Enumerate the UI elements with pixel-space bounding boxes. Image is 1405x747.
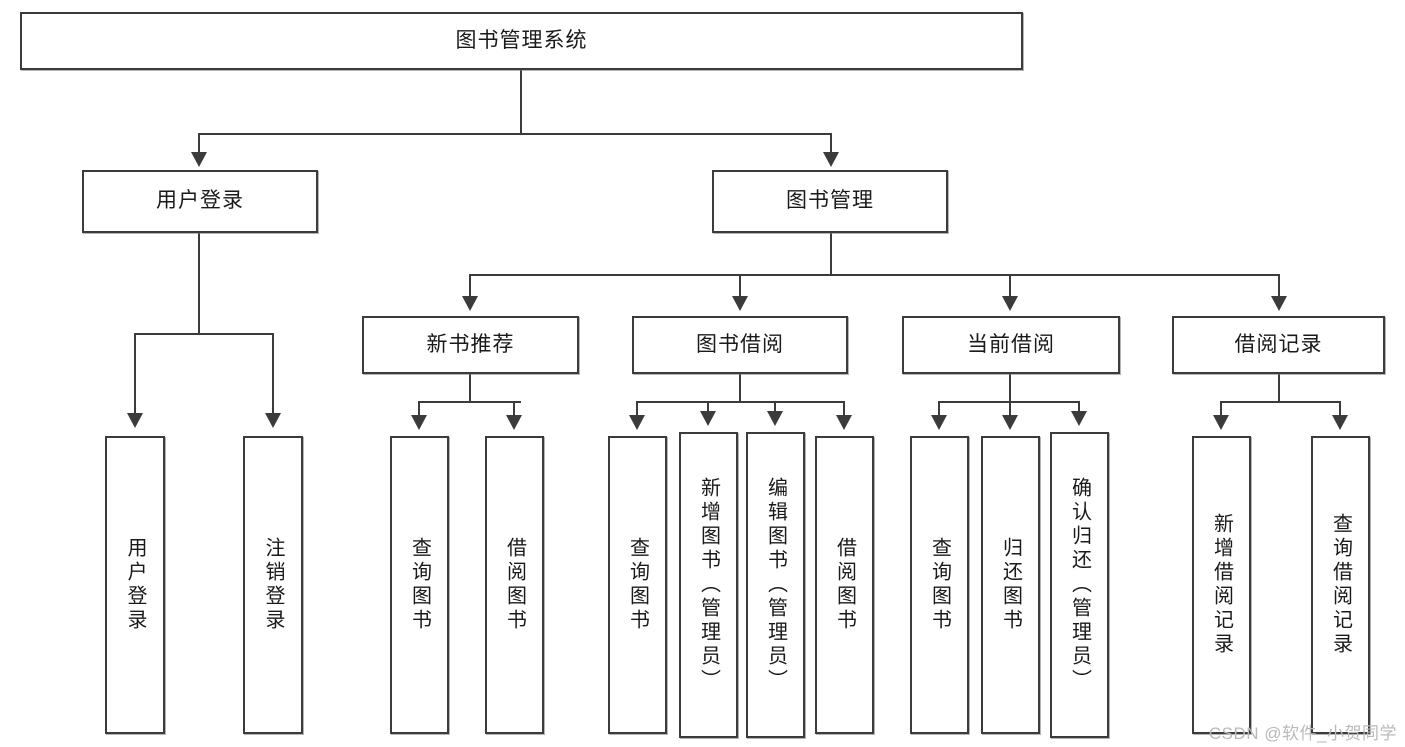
node-label: 图书管理系统 [455,28,588,52]
arrow-bb-to-borrow-book [836,415,852,430]
node-book-management[interactable]: 图书管理 [712,170,948,233]
connector-book-borrow-bus [636,401,844,403]
node-leaf-borrow-book-recommend[interactable]: 借阅图书 [485,436,544,734]
arrow-br-to-query-record [1332,415,1348,430]
node-leaf-edit-book-admin[interactable]: 编辑图书（管理员） [746,432,805,738]
node-label: 图书管理 [786,189,874,213]
arrow-root-to-book-manage [823,152,839,167]
arrow-br-to-add-record [1213,415,1229,430]
node-leaf-add-book-admin[interactable]: 新增图书（管理员） [679,432,738,738]
node-leaf-return-book[interactable]: 归还图书 [981,436,1040,734]
node-leaf-borrow-book[interactable]: 借阅图书 [815,436,874,734]
node-label: 新书推荐 [426,332,515,356]
node-label: 借阅图书 [503,537,526,633]
node-label: 查询借阅记录 [1329,513,1352,657]
arrow-cb-to-query-book [931,415,947,430]
arrow-user-login-to-leaf1 [127,413,143,428]
node-label: 归还图书 [999,537,1022,633]
node-leaf-user-login[interactable]: 用户登录 [105,436,165,734]
connector-user-login-bus [134,333,272,335]
node-label: 注销登录 [262,537,284,633]
node-leaf-add-borrow-record[interactable]: 新增借阅记录 [1192,436,1251,734]
connector-book-manage-to-l3-4 [1278,274,1280,298]
node-label: 新增借阅记录 [1210,513,1233,657]
node-label: 用户登录 [156,189,244,213]
node-book-borrow[interactable]: 图书借阅 [632,316,848,374]
node-leaf-logout[interactable]: 注销登录 [243,436,303,734]
node-label: 查询图书 [408,537,431,633]
connector-br-to-leaf1 [1220,401,1222,417]
node-label: 新增图书（管理员） [697,477,720,693]
arrow-bb-to-query-book [629,415,645,430]
connector-root-to-user-login [198,133,200,155]
node-new-book-recommend[interactable]: 新书推荐 [362,316,579,374]
node-leaf-query-borrow-record[interactable]: 查询借阅记录 [1311,436,1370,734]
csdn-watermark: CSDN @软件_小贺同学 [1208,724,1397,743]
connector-user-login-to-leaf1 [134,333,136,415]
node-label: 图书借阅 [696,332,784,356]
node-user-login[interactable]: 用户登录 [82,170,318,233]
arrow-book-manage-to-book-borrow [732,296,748,311]
arrow-bb-to-add-book [700,411,716,426]
connector-cb-to-leaf1 [938,401,940,417]
connector-nbr-to-leaf2 [513,401,515,417]
arrow-nbr-to-borrow-book [506,415,522,430]
node-label: 当前借阅 [967,332,1055,356]
connector-cb-to-leaf3 [1078,401,1080,413]
connector-book-manage-to-l3-3 [1009,274,1011,298]
node-borrow-record[interactable]: 借阅记录 [1172,316,1385,374]
connector-cb-to-leaf2 [1009,401,1011,417]
node-leaf-query-book-current[interactable]: 查询图书 [910,436,969,734]
connector-user-login-stem [198,233,200,334]
connector-user-login-to-leaf2 [272,333,274,415]
connector-new-book-recommend-stem [469,374,471,402]
node-leaf-confirm-return-admin[interactable]: 确认归还（管理员） [1050,432,1109,738]
connector-current-borrow-stem [1009,374,1011,402]
arrow-cb-to-return-book [1002,415,1018,430]
connector-book-manage-stem [830,233,832,275]
node-label: 编辑图书（管理员） [764,477,787,693]
node-current-borrow[interactable]: 当前借阅 [902,316,1120,374]
arrow-cb-to-confirm-return [1071,411,1087,426]
arrow-nbr-to-query-book [411,415,427,430]
connector-nbr-to-leaf1 [418,401,420,417]
connector-br-to-leaf2 [1339,401,1341,417]
node-label: 查询图书 [928,537,951,633]
node-root-book-management-system[interactable]: 图书管理系统 [20,12,1023,70]
connector-book-borrow-stem [739,374,741,402]
connector-root-to-book-manage [830,133,832,155]
connector-borrow-record-stem [1278,374,1280,402]
arrow-root-to-user-login [191,152,207,167]
connector-root-bus [198,133,832,135]
arrow-book-manage-to-current-borrow [1002,296,1018,311]
connector-book-manage-to-l3-1 [469,274,471,298]
arrow-book-manage-to-borrow-record [1271,296,1287,311]
node-label: 借阅图书 [833,537,856,633]
connector-bb-to-leaf1 [636,401,638,417]
connector-new-book-recommend-bus [418,401,521,403]
arrow-book-manage-to-new-book-recommend [462,296,478,311]
connector-bb-to-leaf4 [843,401,845,417]
connector-root-stem [520,70,522,134]
connector-bb-to-leaf3 [774,401,776,413]
connector-book-manage-bus [469,274,1279,276]
node-label: 查询图书 [626,537,649,633]
node-label: 借阅记录 [1234,332,1323,356]
node-leaf-query-book-borrow[interactable]: 查询图书 [608,436,667,734]
connector-book-manage-to-l3-2 [739,274,741,298]
arrow-user-login-to-leaf2 [265,413,281,428]
node-leaf-query-book-recommend[interactable]: 查询图书 [390,436,449,734]
connector-borrow-record-bus [1220,401,1341,403]
arrow-bb-to-edit-book [767,411,783,426]
node-label: 确认归还（管理员） [1068,477,1091,693]
node-label: 用户登录 [124,537,146,633]
connector-bb-to-leaf2 [707,401,709,413]
